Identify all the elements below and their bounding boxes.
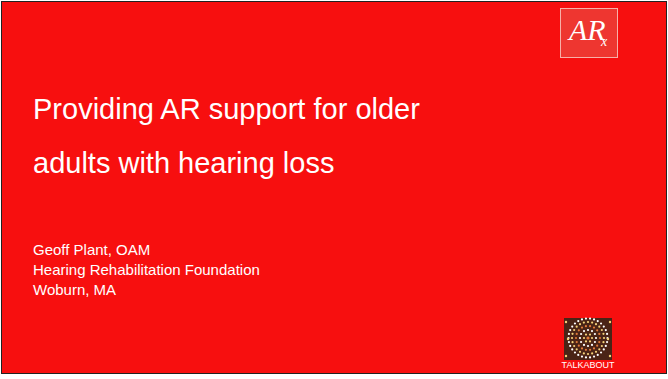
author-line: Geoff Plant, OAM: [33, 240, 150, 260]
author-line: Woburn, MA: [33, 280, 116, 300]
slide-title: Providing AR support for older adults wi…: [33, 82, 483, 190]
talkabout-logo: TALKABOUT: [556, 316, 620, 372]
dot-art-square: [564, 318, 612, 360]
ar-logo: ARx: [560, 8, 618, 58]
logo-subscript: x: [601, 35, 607, 49]
logo-letters: AR: [569, 15, 606, 45]
dot-art-circles: [565, 318, 611, 359]
author-line: Hearing Rehabilitation Foundation: [33, 260, 260, 280]
logo-caption: TALKABOUT: [562, 361, 615, 370]
